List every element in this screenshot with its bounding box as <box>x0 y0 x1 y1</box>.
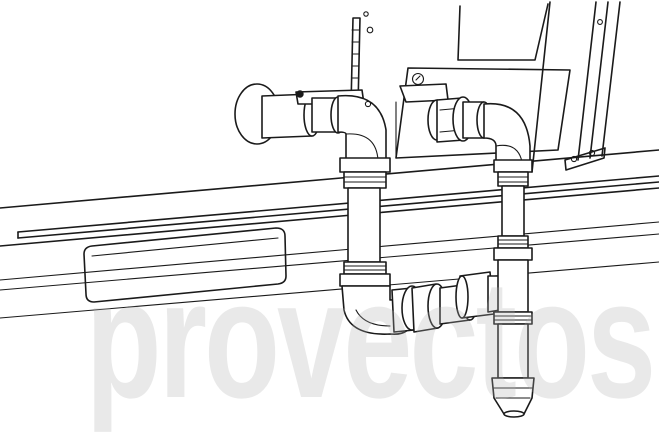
housing-slot <box>83 227 287 303</box>
right-vertical-pipe <box>491 159 535 418</box>
left-inlet-pipe <box>234 83 387 161</box>
valve-stem <box>350 11 374 107</box>
mounting-plate <box>395 67 571 159</box>
left-vertical-pipe <box>339 157 391 287</box>
bottom-connector <box>341 271 501 336</box>
plumbing-assembly-illustration <box>0 1 659 418</box>
right-inlet-pipe <box>427 96 531 163</box>
frame-housing <box>0 149 659 319</box>
cabinet-panel <box>457 1 621 173</box>
